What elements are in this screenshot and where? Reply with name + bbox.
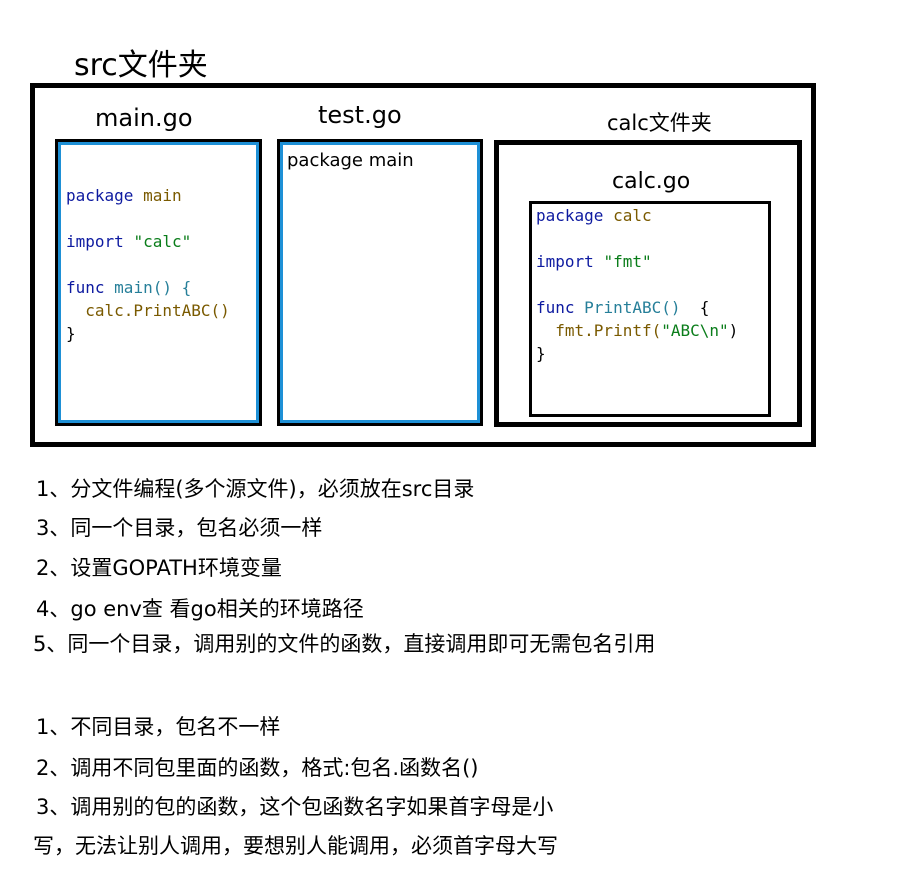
test-go-file: package main <box>277 139 483 426</box>
src-folder-box <box>30 83 816 447</box>
main-go-file: package main import "calc" func main() {… <box>55 139 262 426</box>
test-go-code: package main <box>287 150 414 171</box>
note-4: 4、go env查 看go相关的环境路径 <box>36 597 364 621</box>
calc-go-code: package calc import "fmt" func PrintABC(… <box>536 206 739 363</box>
calc-folder-label: calc文件夹 <box>607 111 712 135</box>
note2-4: 写，无法让别人调用，要想别人能调用，必须首字母大写 <box>33 834 558 858</box>
note2-2: 2、调用不同包里面的函数，格式:包名.函数名() <box>36 756 479 780</box>
note-1: 1、分文件编程(多个源文件)，必须放在src目录 <box>36 477 475 501</box>
note2-1: 1、不同目录，包名不一样 <box>36 715 281 739</box>
note-5: 5、同一个目录，调用别的文件的函数，直接调用即可无需包名引用 <box>33 632 656 656</box>
main-go-code: package main import "calc" func main() {… <box>66 186 230 343</box>
calc-go-label: calc.go <box>612 169 691 194</box>
calc-go-file: package calc import "fmt" func PrintABC(… <box>529 201 771 417</box>
main-go-label: main.go <box>95 104 193 132</box>
note2-3: 3、调用别的包的函数，这个包函数名字如果首字母是小 <box>36 795 554 819</box>
note-2: 3、同一个目录，包名必须一样 <box>36 516 323 540</box>
diagram-title: src文件夹 <box>74 48 208 83</box>
calc-folder-box <box>494 140 802 427</box>
note-3: 2、设置GOPATH环境变量 <box>36 556 282 580</box>
test-go-label: test.go <box>318 101 402 129</box>
